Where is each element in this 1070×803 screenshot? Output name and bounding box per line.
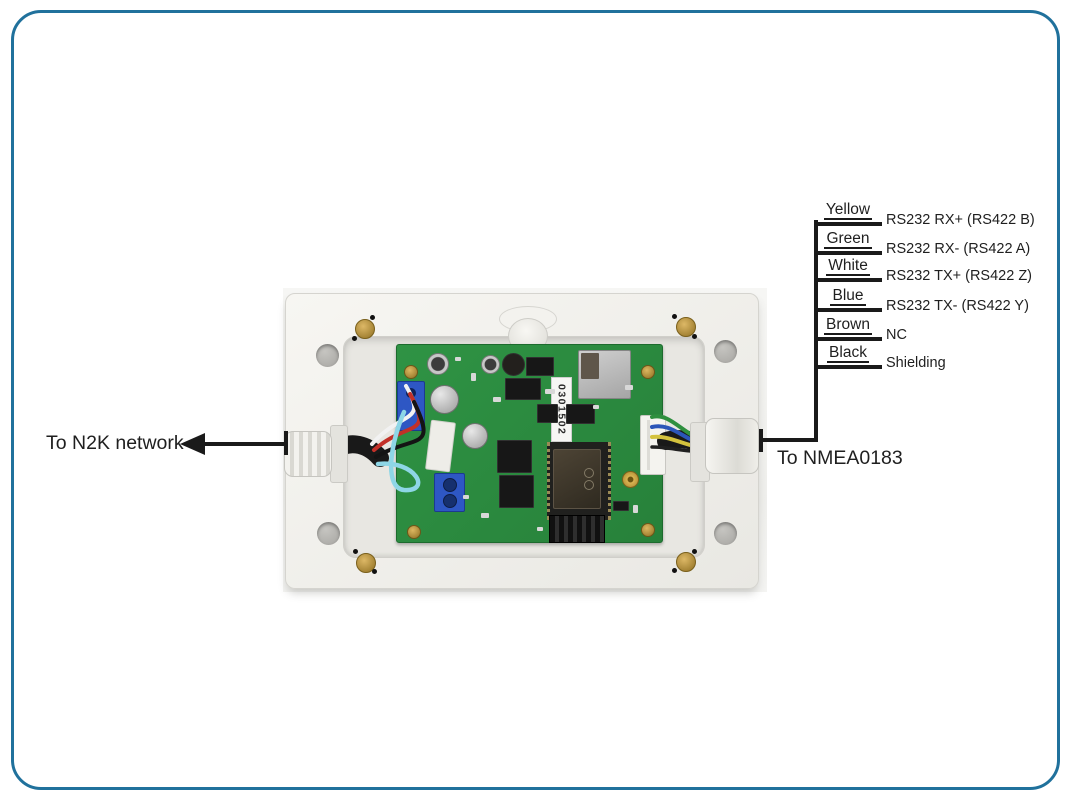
wire-signal-label: Shielding	[886, 355, 946, 371]
mount-hole	[317, 522, 340, 545]
wire-rung	[814, 222, 882, 226]
jumper-header	[613, 501, 629, 511]
pcb-screw	[641, 523, 655, 537]
cable-gland-right	[705, 418, 759, 474]
smd-component	[545, 389, 555, 394]
ic-chip	[566, 404, 595, 424]
smd-component	[455, 357, 461, 361]
wire-color-name: Black	[827, 344, 869, 363]
pcb-screw	[641, 365, 655, 379]
smd-component	[481, 513, 489, 518]
n2k-arrow-line	[203, 442, 288, 446]
capacitor	[430, 385, 459, 414]
page-border-frame	[11, 10, 1060, 790]
pin-header	[537, 404, 558, 423]
wire-signal-label: RS232 TX+ (RS422 Z)	[886, 268, 1033, 284]
mount-hole	[714, 340, 737, 363]
wire-color-name: Blue	[830, 287, 866, 306]
wire-row-brown: Brown NC	[814, 316, 1070, 343]
smd-component	[537, 527, 543, 531]
wire-rung	[814, 251, 882, 255]
wire-color-name: White	[826, 257, 870, 276]
smd-component	[593, 405, 599, 409]
mount-hole	[316, 344, 339, 367]
esp32-module	[547, 442, 611, 520]
wire-rung	[814, 278, 882, 282]
smd-component	[471, 373, 476, 381]
nmea-connector	[640, 415, 666, 475]
wire-color-name: Brown	[824, 316, 872, 335]
wire-signal-label: NC	[886, 327, 907, 343]
inductor	[502, 353, 525, 376]
corner-screw	[672, 314, 697, 339]
ic-chip	[505, 378, 541, 400]
wire-row-blue: Blue RS232 TX- (RS422 Y)	[814, 287, 1070, 314]
sd-card	[581, 353, 599, 379]
ic-chip	[526, 357, 554, 376]
smd-component	[493, 397, 501, 402]
corner-screw	[672, 549, 697, 573]
wire-color-name: Green	[824, 230, 872, 249]
capacitor	[427, 353, 449, 375]
top-plug-flange	[499, 306, 557, 332]
white-component	[425, 419, 456, 473]
wire-row-white: White RS232 TX+ (RS422 Z)	[814, 257, 1070, 284]
wire-color-name: Yellow	[823, 201, 873, 220]
wire-row-black: Black Shielding	[814, 344, 1070, 371]
wire-rung	[814, 337, 882, 341]
wire-signal-label: RS232 TX- (RS422 Y)	[886, 298, 1029, 314]
enclosure: 0301502	[284, 293, 759, 589]
corner-screw	[353, 549, 377, 574]
terminal-block-aux	[434, 473, 465, 512]
pcb-screw	[404, 365, 418, 379]
pcb-screw	[407, 525, 421, 539]
esp32-antenna	[549, 515, 605, 543]
wire-row-yellow: Yellow RS232 RX+ (RS422 B)	[814, 201, 1070, 228]
nmea-bus-line	[814, 220, 818, 442]
n2k-network-label: To N2K network	[46, 432, 184, 454]
wire-rung	[814, 308, 882, 312]
wire-signal-label: RS232 RX+ (RS422 B)	[886, 212, 1035, 228]
wire-signal-label: RS232 RX- (RS422 A)	[886, 241, 1031, 257]
ic-chip	[499, 475, 534, 508]
capacitor	[481, 355, 500, 374]
device-photo: 0301502	[283, 288, 767, 592]
capacitor	[462, 423, 488, 449]
corner-screw	[352, 315, 375, 341]
wire-row-green: Green RS232 RX- (RS422 A)	[814, 230, 1070, 257]
smd-component	[625, 385, 633, 390]
ufl-antenna-connector	[622, 471, 639, 488]
nmea-endcap	[759, 429, 763, 452]
nmea0183-label: To NMEA0183	[777, 447, 903, 469]
nmea-horizontal-line	[762, 438, 818, 442]
smd-component	[633, 505, 638, 513]
smd-component	[463, 495, 469, 499]
n2k-arrow-endcap	[284, 431, 288, 455]
cable-gland-left-flange	[330, 425, 348, 483]
pcb: 0301502	[396, 344, 666, 543]
cable-gland-left	[284, 431, 332, 477]
terminal-block-n2k	[397, 381, 425, 431]
mount-hole	[714, 522, 737, 545]
wire-rung	[814, 365, 882, 369]
n2k-arrowhead	[180, 433, 205, 455]
ic-chip	[497, 440, 532, 473]
